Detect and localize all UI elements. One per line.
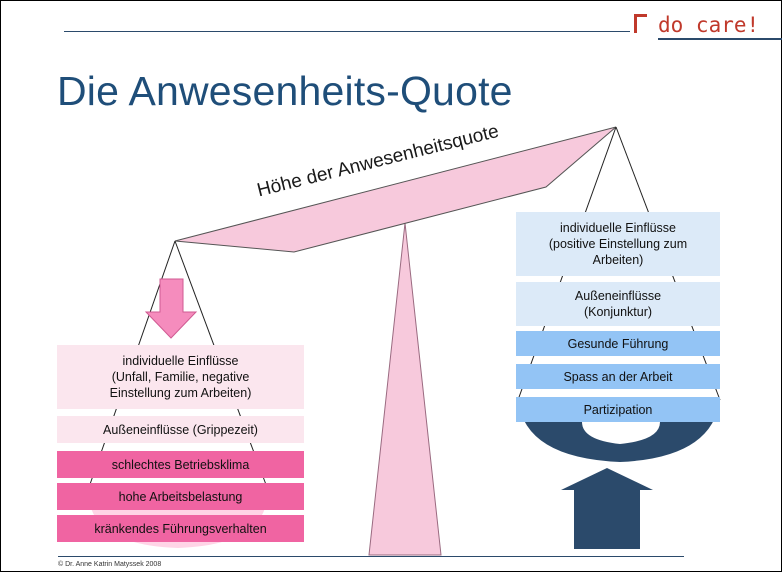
right-factor-fun: Spass an der Arbeit — [516, 364, 720, 389]
right-factor-leadership-text: Gesunde Führung — [567, 336, 669, 351]
footer-rule — [58, 556, 684, 557]
frame-top-edge — [0, 0, 782, 1]
down-arrow-icon — [144, 278, 198, 339]
right-factor-external: Außeneinflüsse (Konjunktur) — [516, 282, 720, 326]
right-factor-participation: Partizipation — [516, 397, 720, 422]
right-factor-fun-text: Spass an der Arbeit — [563, 369, 673, 384]
right-factor-individual: individuelle Einflüsse (positive Einstel… — [516, 212, 720, 276]
scale-pillar — [368, 222, 442, 556]
left-factor-external: Außeneinflüsse (Grippezeit) — [57, 416, 304, 443]
logo-bracket-icon — [634, 14, 647, 33]
right-factor-participation-text: Partizipation — [583, 402, 653, 417]
copyright-footer: © Dr. Anne Katrin Matyssek 2008 — [58, 561, 162, 568]
left-factor-leadership-text: kränkendes Führungsverhalten — [94, 521, 267, 536]
left-factor-leadership: kränkendes Führungsverhalten — [57, 515, 304, 542]
scale-beam — [174, 126, 617, 253]
left-factor-external-text: Außeneinflüsse (Grippezeit) — [103, 422, 258, 437]
right-factor-individual-text: individuelle Einflüsse (positive Einstel… — [548, 221, 688, 267]
slide-title: Die Anwesenheits-Quote — [57, 68, 513, 114]
frame-left-edge — [0, 0, 1, 572]
left-factor-workload-text: hohe Arbeitsbelastung — [118, 489, 243, 504]
right-factor-leadership: Gesunde Führung — [516, 331, 720, 356]
left-factor-climate-text: schlechtes Betriebsklima — [111, 457, 250, 472]
left-factor-individual-text: individuelle Einflüsse (Unfall, Familie,… — [109, 354, 252, 400]
logo-underline — [658, 38, 782, 40]
left-factor-individual: individuelle Einflüsse (Unfall, Familie,… — [57, 345, 304, 409]
logo-text: do care! — [658, 13, 760, 37]
do-care-logo: do care! — [632, 10, 782, 40]
right-factor-external-text: Außeneinflüsse (Konjunktur) — [574, 289, 662, 319]
header-rule — [64, 31, 630, 32]
left-factor-workload: hohe Arbeitsbelastung — [57, 483, 304, 510]
left-factor-climate: schlechtes Betriebsklima — [57, 451, 304, 478]
up-arrow-icon — [561, 468, 653, 549]
